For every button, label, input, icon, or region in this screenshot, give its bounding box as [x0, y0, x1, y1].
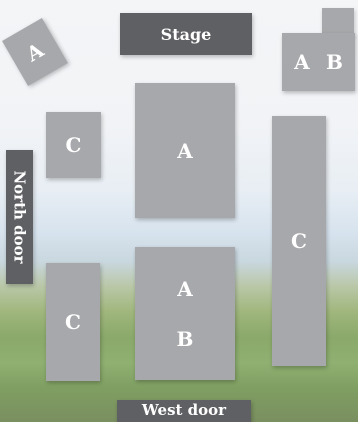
section-label: A	[177, 139, 193, 163]
west-door-label: West door	[142, 401, 226, 419]
section-label: C	[65, 310, 81, 334]
section-ab-top-right[interactable]: A B	[282, 33, 355, 91]
section-label-a: A	[177, 277, 193, 301]
section-b-tab	[322, 8, 354, 36]
north-door-block: North door	[6, 150, 33, 284]
section-c-left-bottom[interactable]: C	[46, 263, 100, 381]
section-a-top-left[interactable]: A	[2, 18, 68, 86]
section-ab-center-bottom[interactable]: A B	[135, 247, 235, 380]
stage-label: Stage	[161, 25, 212, 44]
stage-block: Stage	[120, 13, 252, 55]
section-label-b: B	[177, 327, 194, 351]
section-label-b: B	[326, 50, 343, 74]
section-label: C	[66, 133, 82, 157]
north-door-label: North door	[11, 170, 29, 263]
section-label-a: A	[294, 50, 310, 74]
section-label: A	[22, 38, 47, 67]
section-label: C	[291, 229, 307, 253]
section-a-center-top[interactable]: A	[135, 83, 235, 218]
west-door-block: West door	[117, 400, 251, 422]
section-c-right-tall[interactable]: C	[272, 116, 326, 366]
section-c-left-middle[interactable]: C	[46, 112, 101, 178]
